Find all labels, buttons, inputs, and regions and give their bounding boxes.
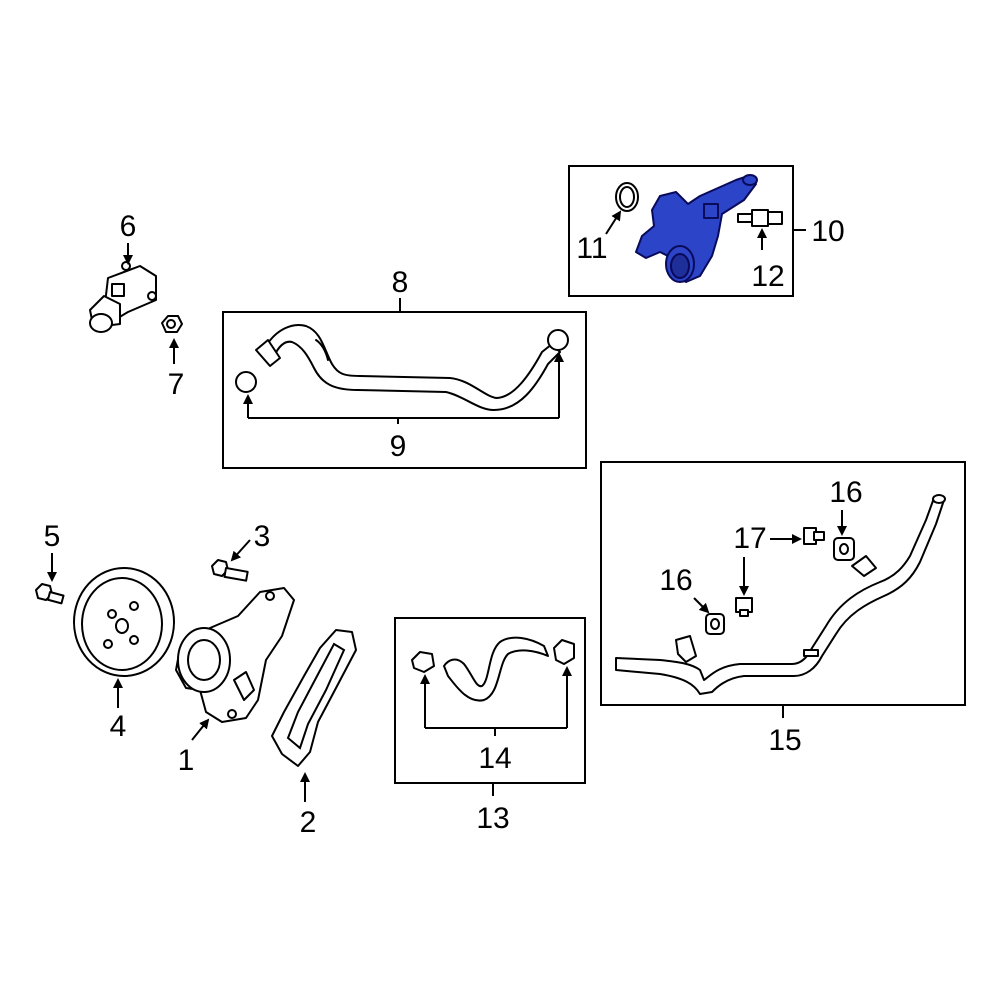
label-16b: 16 [829,476,862,509]
arrow-3 [230,539,251,562]
coolant-outlet-highlighted-icon[interactable] [635,174,758,283]
arrow-1 [191,718,210,741]
label-3: 3 [254,520,271,553]
grommet-icon-2[interactable] [833,537,855,561]
group-box-8 [222,311,587,469]
label-17: 17 [733,522,766,555]
label-5: 5 [44,520,61,553]
clip-icon[interactable] [803,527,825,545]
hose-assembly-13-icon[interactable] [411,636,575,702]
arrow-11 [605,210,622,235]
label-14: 14 [478,742,511,775]
temperature-sensor-icon[interactable] [737,209,783,227]
label-2: 2 [300,806,317,839]
label-11: 11 [576,232,607,265]
water-pump-icon[interactable] [175,587,295,723]
label-16a: 16 [659,564,692,597]
label-1: 1 [178,744,195,777]
label-7: 7 [168,368,185,401]
label-6: 6 [120,210,137,243]
label-15: 15 [768,724,801,757]
label-13: 13 [476,802,509,835]
coolant-pipe-icon[interactable] [615,494,946,695]
grommet-icon[interactable] [705,613,725,635]
nut-icon[interactable] [161,315,183,333]
label-8: 8 [392,266,409,299]
pulley-icon[interactable] [73,567,175,677]
o-ring-icon[interactable] [615,182,639,212]
label-4: 4 [110,710,127,743]
arrow-16a [693,597,710,614]
label-10: 10 [811,215,844,248]
bolt-5-icon[interactable] [35,583,65,605]
label-12: 12 [751,260,784,293]
clip-icon-2[interactable] [735,597,753,617]
hose-assembly-8-icon[interactable] [235,324,569,411]
group-box-13 [394,617,586,784]
bolt-3-icon[interactable] [211,559,249,582]
pump-gasket-icon[interactable] [271,629,357,767]
outlet-body [635,175,757,283]
label-9: 9 [390,430,407,463]
thermostat-housing-icon[interactable] [89,261,157,333]
